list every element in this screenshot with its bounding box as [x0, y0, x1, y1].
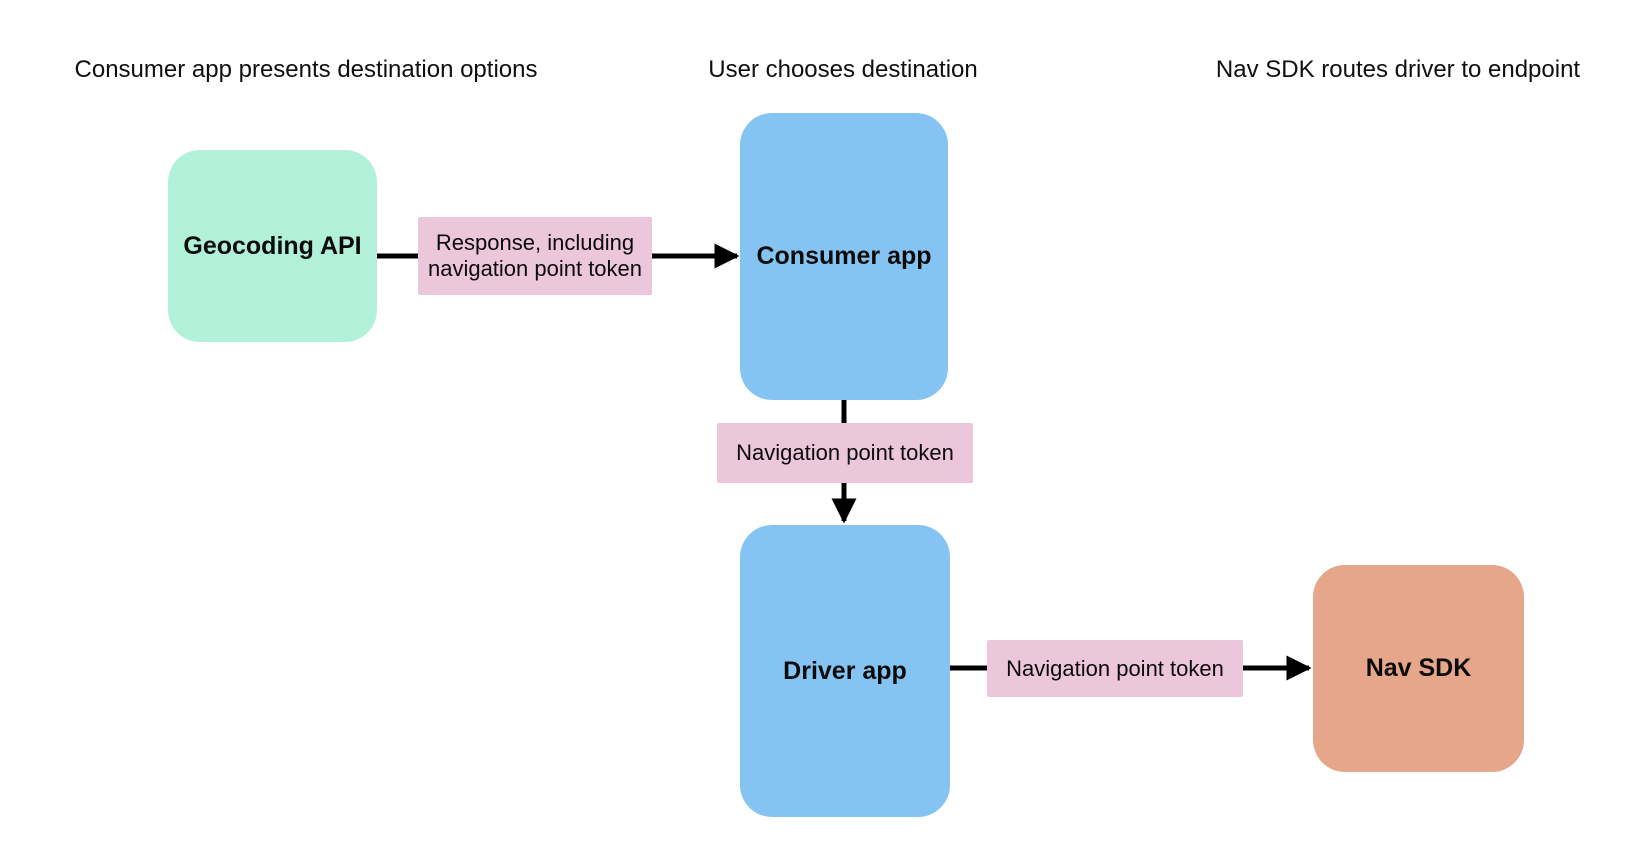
node-consumer-app-label: Consumer app	[756, 242, 932, 270]
node-nav-sdk: Nav SDK	[1313, 565, 1524, 772]
node-geocoding-api-label: Geocoding API	[183, 231, 362, 260]
column-header-consumer-presents: Consumer app presents destination option…	[74, 56, 538, 83]
edge-label-navigation-point-token-horizontal: Navigation point token	[987, 640, 1243, 697]
edge-label-navigation-point-token-vertical: Navigation point token	[717, 423, 973, 483]
column-header-user-chooses: User chooses destination	[708, 56, 978, 83]
node-geocoding-api: Geocoding API	[168, 150, 377, 342]
node-driver-app-label: Driver app	[783, 656, 907, 685]
edge-label-response-including-token: Response, including navigation point tok…	[418, 217, 652, 295]
column-header-navsdk-routes: Nav SDK routes driver to endpoint	[1215, 56, 1581, 83]
node-nav-sdk-label: Nav SDK	[1365, 654, 1472, 682]
node-consumer-app: Consumer app	[740, 113, 948, 400]
node-driver-app: Driver app	[740, 525, 950, 817]
